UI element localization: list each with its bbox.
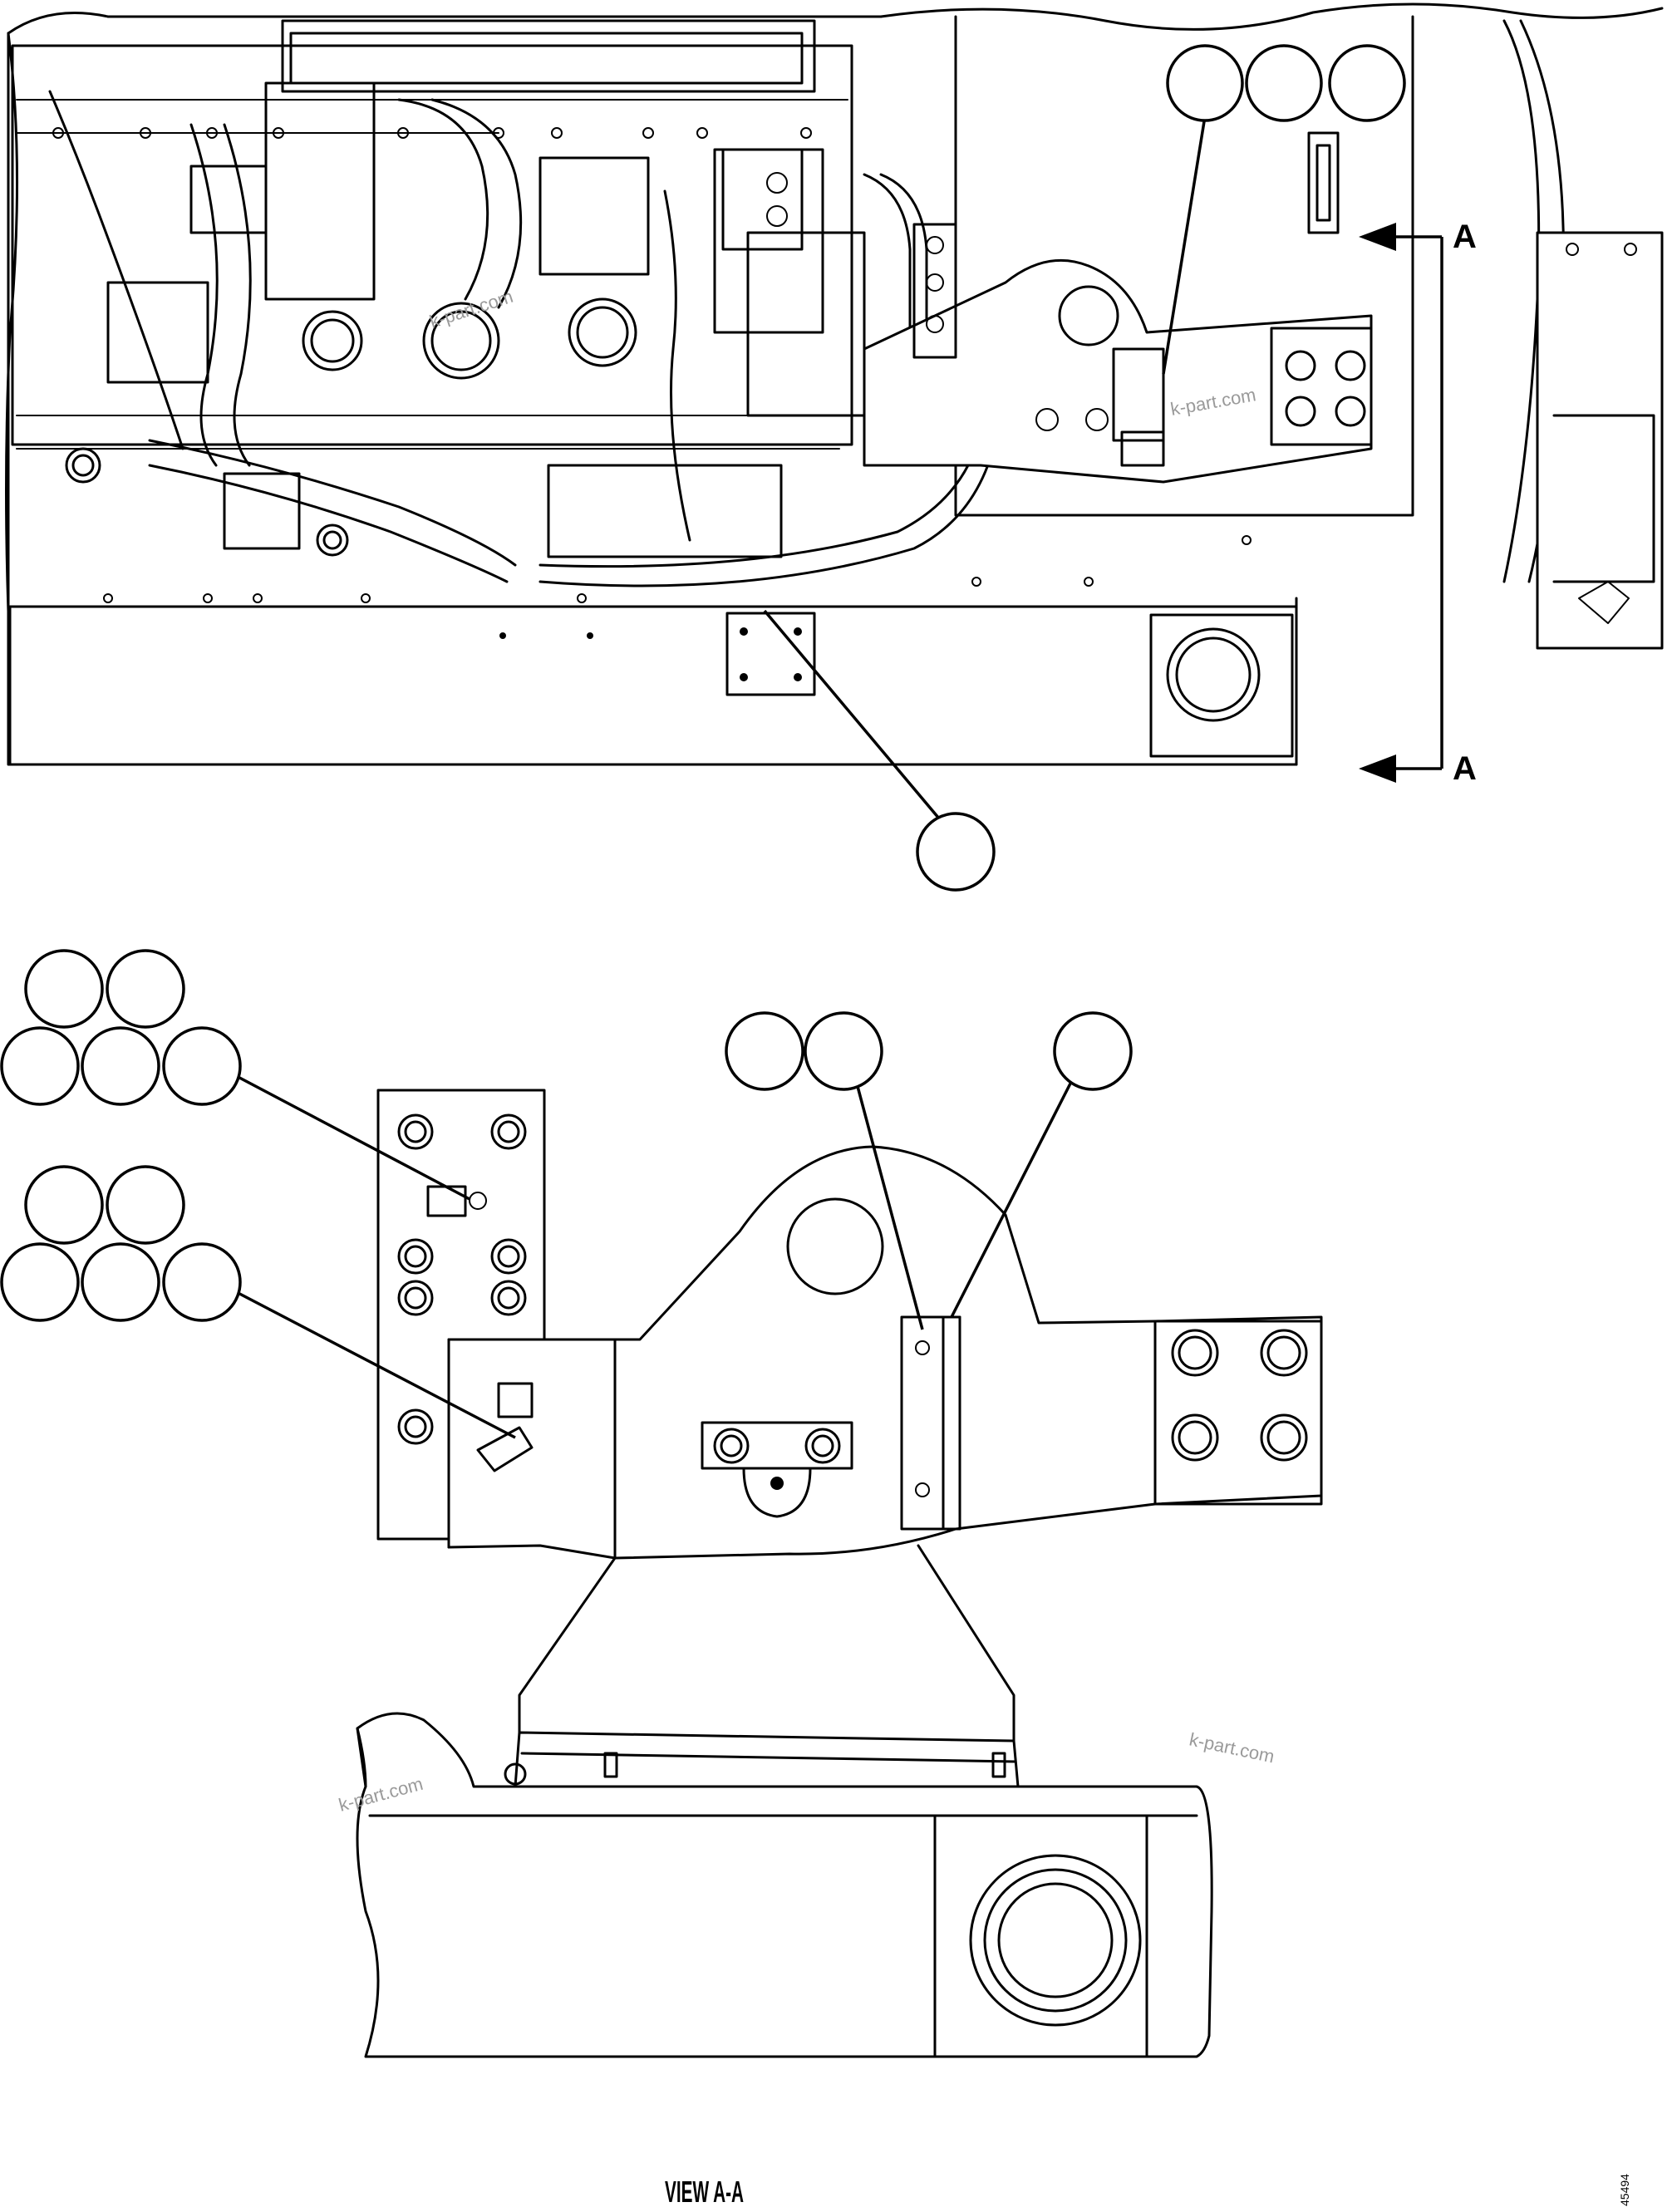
callout-bottom-right [950,1011,1133,1318]
callout-group-bottom-left-2 [0,1165,516,1439]
section-letter-bottom: A [1453,750,1477,787]
callout-bubble[interactable] [162,1242,242,1322]
view-title: VIEW A-A [665,2175,744,2209]
callout-bubble[interactable] [24,1165,104,1245]
callout-group-bottom-center [725,1011,924,1330]
mount-bore [786,1197,884,1295]
callout-bubble[interactable] [24,949,104,1029]
callout-bubble[interactable] [1245,44,1323,122]
callout-bubble[interactable] [1328,44,1406,122]
section-marker-a: A A [1359,219,1477,787]
callout-bubble[interactable] [162,1026,242,1106]
callout-group-bottom-left-1 [0,949,470,1201]
callout-top-bottom [763,609,996,892]
view-a-a: k-part.com k-part.com [337,1089,1323,2058]
bolt-row [52,127,1252,603]
sensor-connector [1112,347,1165,442]
air-cleaner-housing [1536,231,1664,650]
callout-bubble[interactable] [0,1026,80,1106]
frame-rail [356,1712,1213,2058]
frame-rail [8,605,1298,766]
figure-number: 45494 [1618,2174,1631,2206]
callout-bubble[interactable] [1166,44,1244,122]
engine-mount-bracket [447,1145,1323,1560]
callout-bubble[interactable] [106,1165,185,1245]
sensor [497,1382,534,1418]
filter-housing [264,81,376,301]
callout-bubble[interactable] [804,1011,883,1091]
section-letter-top: A [1453,219,1477,255]
callout-group-top-right [1162,44,1406,375]
callout-bubble[interactable] [106,949,185,1029]
engine-mount-bracket [863,258,1373,484]
callout-bubble[interactable] [0,1242,80,1322]
frame-port [969,1854,1142,2027]
callout-bubble[interactable] [725,1011,804,1091]
engine-assembly-view: k-part.com k-part.com [5,2,1664,766]
watermark: k-part.com [1188,1728,1276,1767]
watermark: k-part.com [427,286,516,332]
callout-bubble[interactable] [81,1242,160,1322]
callout-bubble[interactable] [1053,1011,1133,1091]
callout-bubble[interactable] [916,812,996,892]
callout-bubble[interactable] [81,1026,160,1106]
